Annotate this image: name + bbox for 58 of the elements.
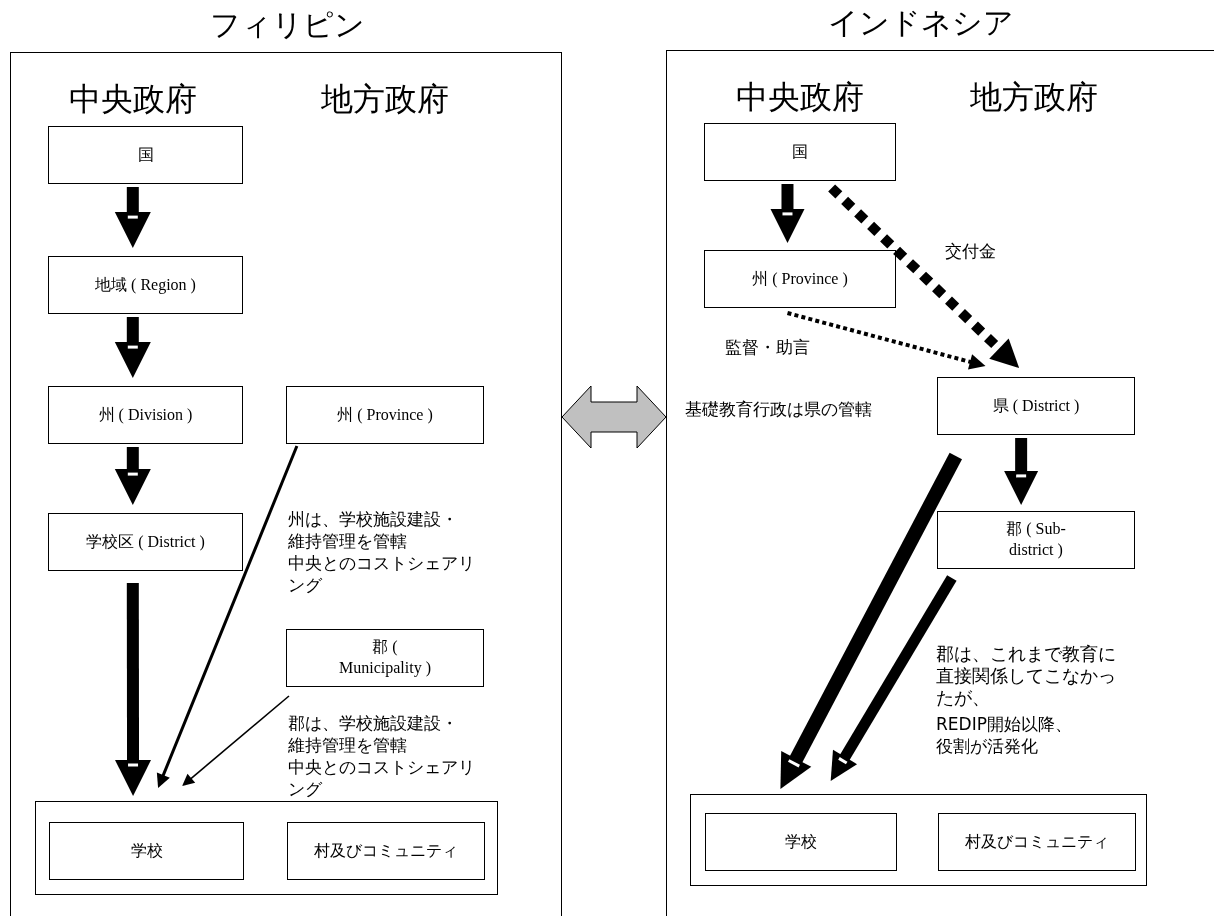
- group-box: [690, 794, 1147, 886]
- annotation-text: 郡は、これまで教育に直接関係してこなかったが、: [936, 643, 1117, 709]
- process-box: [937, 511, 1135, 569]
- edge-label: 交付金: [945, 240, 996, 262]
- box-label: 村及びコミュニティ: [965, 831, 1109, 852]
- box-label: 州 ( Province ): [337, 404, 433, 426]
- process-box: [286, 386, 484, 444]
- block-arrow: [770, 184, 805, 243]
- process-box: [48, 126, 243, 184]
- box-label: 学校: [130, 840, 163, 861]
- box-label: 国: [792, 141, 808, 162]
- box-label: 学校区 ( District ): [86, 531, 205, 553]
- process-box: [705, 813, 897, 871]
- block-arrow: [115, 583, 152, 796]
- process-box: [938, 813, 1136, 871]
- column-heading: 中央政府: [68, 80, 198, 119]
- process-box: [48, 256, 243, 314]
- block-arrow: [114, 317, 151, 378]
- group-box: [35, 801, 498, 895]
- arrow: [182, 695, 290, 786]
- double-block-arrow: [561, 385, 667, 449]
- box-label: 郡 ( Sub-district ): [1005, 519, 1067, 561]
- process-box: [48, 386, 243, 444]
- box-label: 県 ( District ): [992, 395, 1080, 417]
- column-heading: 地方政府: [969, 78, 1099, 117]
- process-box: [287, 822, 485, 880]
- annotation-text: 郡は、学校施設建設・維持管理を管轄: [288, 712, 459, 756]
- box-label: 州 ( Province ): [752, 268, 848, 290]
- box-label: 村及びコミュニティ: [314, 840, 458, 861]
- column-heading: 中央政府: [735, 78, 865, 117]
- process-box: [286, 629, 484, 687]
- annotation-text: REDIP開始以降、役割が活発化: [936, 713, 1073, 757]
- block-arrow: [114, 187, 151, 248]
- process-box: [704, 123, 896, 181]
- annotation-text: 中央とのコストシェアリング: [288, 756, 476, 800]
- panel-title: フィリピン: [209, 6, 365, 44]
- box-label: 学校: [785, 831, 817, 852]
- box-label: 国: [137, 144, 154, 165]
- dashed-arrow: [786, 311, 986, 370]
- arrow: [156, 445, 299, 788]
- column-heading: 地方政府: [320, 80, 450, 119]
- process-box: [937, 377, 1135, 435]
- block-arrow: [114, 447, 151, 505]
- panel-title: インドネシア: [828, 4, 1014, 42]
- dashed-arrow: [828, 184, 1020, 368]
- process-box: [704, 250, 896, 308]
- annotation-text: 州は、学校施設建設・維持管理を管轄: [288, 508, 459, 552]
- block-arrow: [780, 452, 962, 789]
- box-label: 州 ( Division ): [98, 404, 193, 426]
- process-box: [49, 822, 244, 880]
- annotation-text: 中央とのコストシェアリング: [288, 552, 476, 596]
- box-label: 地域 ( Region ): [95, 274, 196, 296]
- block-arrow: [830, 575, 957, 781]
- annotation-text: 基礎教育行政は県の管轄: [685, 398, 873, 420]
- box-label: 郡 ( Municipality ): [338, 637, 432, 679]
- process-box: [48, 513, 243, 571]
- block-arrow: [1004, 438, 1039, 505]
- edge-label: 監督・助言: [725, 336, 810, 358]
